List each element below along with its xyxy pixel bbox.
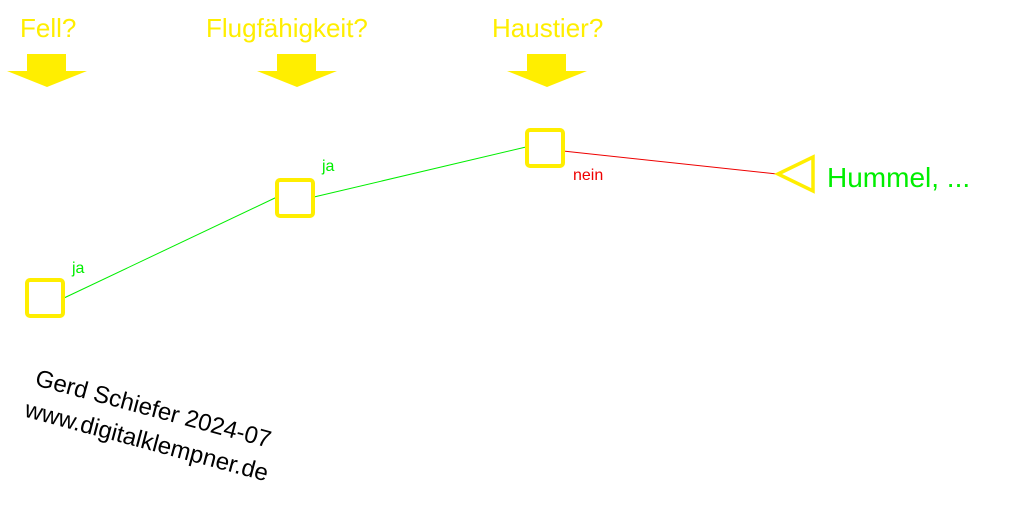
edge-no-haustier [562, 150, 778, 175]
edge-yes-flug [313, 146, 527, 198]
result-label: Hummel, ... [827, 162, 970, 193]
arrow-down-icon [7, 54, 87, 87]
triangle-leaf-icon [773, 154, 815, 194]
decision-node-flugfaehigkeit [275, 178, 315, 218]
decision-node-fell [25, 278, 65, 318]
question-fell: Fell? [20, 13, 76, 43]
question-flugfaehigkeit: Flugfähigkeit? [206, 13, 368, 43]
edge-label-nein: nein [573, 167, 603, 184]
arrow-down-icon [507, 54, 587, 87]
edge-yes-fell [63, 196, 278, 299]
edge-label-ja: ja [71, 260, 85, 277]
arrow-down-icon [257, 54, 337, 87]
question-haustier: Haustier? [492, 13, 603, 43]
decision-node-haustier [525, 128, 565, 168]
edge-label-ja: ja [321, 158, 335, 175]
